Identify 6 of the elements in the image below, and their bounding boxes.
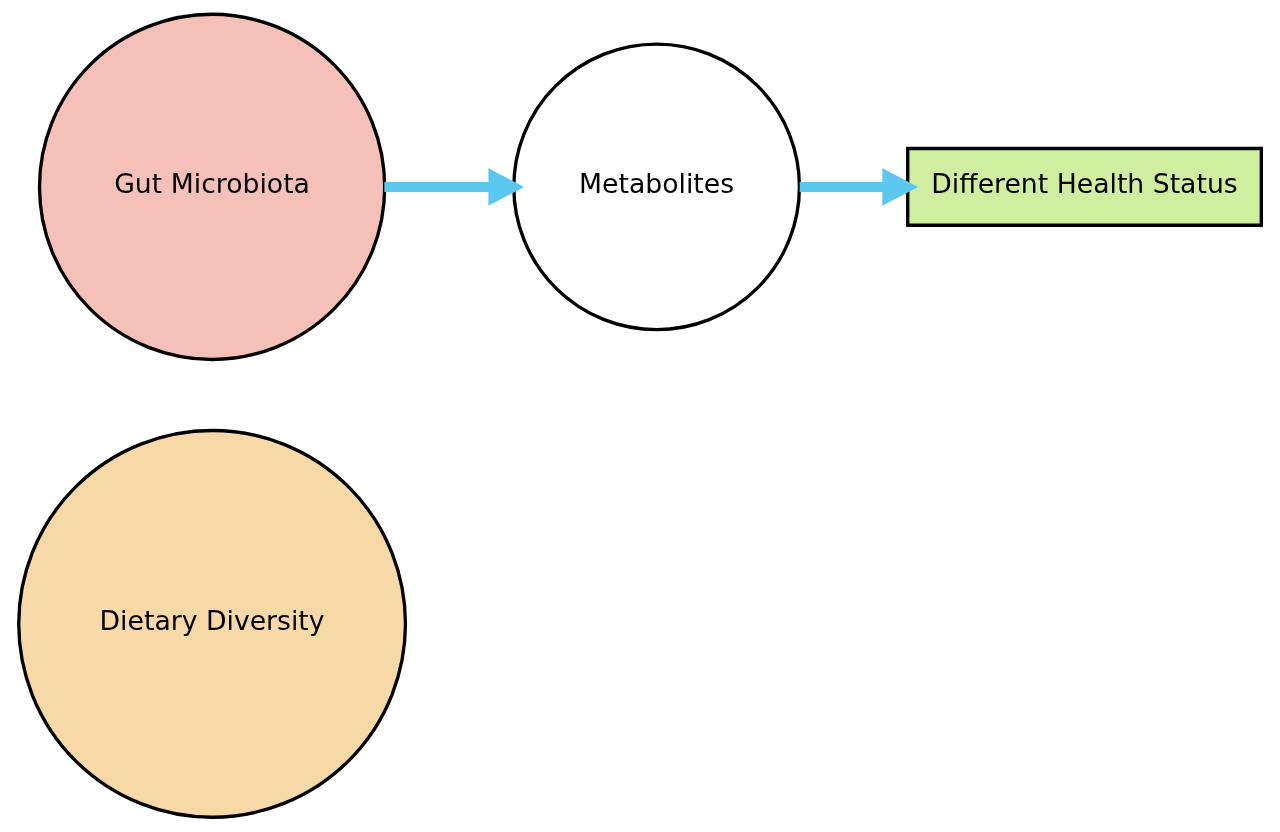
node-box: Different Health Status (906, 146, 1263, 227)
node-circle: Gut Microbiota (37, 12, 387, 362)
node-circle: Metabolites (512, 42, 802, 332)
arrow (384, 168, 525, 206)
arrow (799, 168, 919, 206)
node-circle: Dietary Diversity (17, 428, 408, 819)
